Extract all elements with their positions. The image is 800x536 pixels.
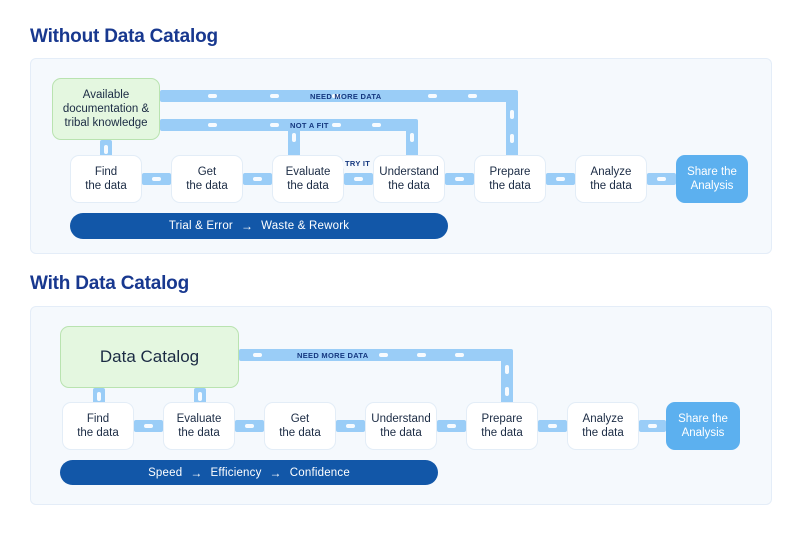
- step-label-line1: Get: [290, 413, 310, 425]
- connector-prepare-to-analyze-2: [538, 420, 567, 432]
- connector-find-to-get: [142, 173, 171, 185]
- connector-get-to-evaluate: [243, 173, 272, 185]
- step-node-prepare-2: Prepare the data: [466, 402, 538, 450]
- terminal-node-share-the-analysis-2[interactable]: Share the Analysis: [666, 402, 740, 450]
- step-label-line2: the data: [85, 180, 127, 192]
- banner-arrow-1: →: [240, 219, 254, 233]
- connector-source-to-find: [100, 140, 112, 158]
- step-label-line1: Prepare: [481, 413, 523, 425]
- step-node-analyze: Analyze the data: [575, 155, 647, 203]
- banner-part-2: Efficiency: [210, 466, 262, 479]
- banner-speed-efficiency-confidence: Speed → Efficiency → Confidence: [60, 460, 438, 485]
- step-label-line2: the data: [590, 180, 632, 192]
- step-label-line1: Prepare: [489, 166, 531, 178]
- loop-band-need-more-data-vertical: [506, 90, 518, 158]
- source-line-2: documentation &: [62, 103, 150, 115]
- source-box-data-catalog: Data Catalog: [60, 326, 239, 388]
- loop-label-try-it: TRY IT: [343, 158, 373, 169]
- banner-part-1: Speed: [148, 466, 183, 479]
- step-node-evaluate: Evaluate the data: [272, 155, 344, 203]
- step-node-analyze-2: Analyze the data: [567, 402, 639, 450]
- terminal-label-line2: Analysis: [681, 427, 725, 439]
- loop-label-not-a-fit: NOT A FIT: [290, 121, 329, 130]
- loop-label-need-more-data-2: NEED MORE DATA: [297, 351, 369, 360]
- loop-band-not-a-fit-vertical-into-evaluate: [288, 119, 300, 158]
- connector-evaluate-to-get-2: [235, 420, 264, 432]
- loop-band-need-more-data-horizontal-2: [239, 349, 513, 361]
- step-label-line2: the data: [481, 427, 523, 439]
- connector-catalog-to-evaluate: [194, 388, 206, 404]
- connector-get-to-understand-2: [336, 420, 365, 432]
- source-box-tribal-knowledge: Available documentation & tribal knowled…: [52, 78, 160, 140]
- banner-part-2: Waste & Rework: [261, 220, 350, 232]
- terminal-node-share-the-analysis[interactable]: Share the Analysis: [676, 155, 748, 203]
- connector-analyze-to-share-2: [639, 420, 666, 432]
- connector-understand-to-prepare-2: [437, 420, 466, 432]
- step-label-line2: the data: [388, 180, 430, 192]
- section-title-with: With Data Catalog: [30, 273, 189, 294]
- step-node-find: Find the data: [70, 155, 142, 203]
- connector-find-to-evaluate-2: [134, 420, 163, 432]
- step-node-understand-2: Understand the data: [365, 402, 437, 450]
- loop-band-need-more-data-vertical-2: [501, 349, 513, 404]
- step-label-line2: the data: [77, 427, 119, 439]
- banner-part-1: Trial & Error: [168, 220, 233, 232]
- loop-band-not-a-fit-vertical-down: [406, 119, 418, 158]
- connector-evaluate-to-understand: [344, 173, 373, 185]
- step-node-understand: Understand the data: [373, 155, 445, 203]
- step-node-evaluate-2: Evaluate the data: [163, 402, 235, 450]
- source-line-1: Available: [82, 89, 130, 101]
- step-label-line1: Find: [86, 413, 110, 425]
- terminal-label-line1: Share the: [678, 413, 728, 425]
- banner-arrow-1: →: [190, 465, 203, 480]
- step-node-prepare: Prepare the data: [474, 155, 546, 203]
- terminal-label-line2: Analysis: [690, 180, 734, 192]
- step-label-line2: the data: [380, 427, 422, 439]
- step-label-line1: Understand: [371, 413, 431, 425]
- banner-part-3: Confidence: [289, 466, 350, 479]
- source-line-3: tribal knowledge: [64, 117, 148, 129]
- step-node-get: Get the data: [171, 155, 243, 203]
- connector-prepare-to-analyze: [546, 173, 575, 185]
- step-node-find-2: Find the data: [62, 402, 134, 450]
- step-label-line1: Evaluate: [176, 413, 222, 425]
- connector-understand-to-prepare: [445, 173, 474, 185]
- step-label-line1: Get: [197, 166, 217, 178]
- banner-arrow-2: →: [269, 465, 282, 480]
- connector-catalog-to-find: [93, 388, 105, 404]
- step-label-line2: the data: [186, 180, 228, 192]
- step-label-line2: the data: [178, 427, 220, 439]
- terminal-label-line1: Share the: [687, 166, 737, 178]
- step-label-line1: Analyze: [590, 166, 632, 178]
- connector-analyze-to-share: [647, 173, 676, 185]
- step-label-line2: the data: [279, 427, 321, 439]
- step-label-line1: Understand: [379, 166, 439, 178]
- source-line-1: Data Catalog: [99, 347, 200, 366]
- section-title-without: Without Data Catalog: [30, 26, 218, 47]
- step-label-line2: the data: [582, 427, 624, 439]
- banner-trial-and-error: Trial & Error → Waste & Rework: [70, 213, 448, 239]
- step-label-line1: Evaluate: [285, 166, 331, 178]
- step-label-line2: the data: [489, 180, 531, 192]
- step-node-get-2: Get the data: [264, 402, 336, 450]
- step-label-line1: Analyze: [582, 413, 624, 425]
- step-label-line1: Find: [94, 166, 118, 178]
- loop-label-need-more-data: NEED MORE DATA: [310, 92, 382, 101]
- step-label-line2: the data: [287, 180, 329, 192]
